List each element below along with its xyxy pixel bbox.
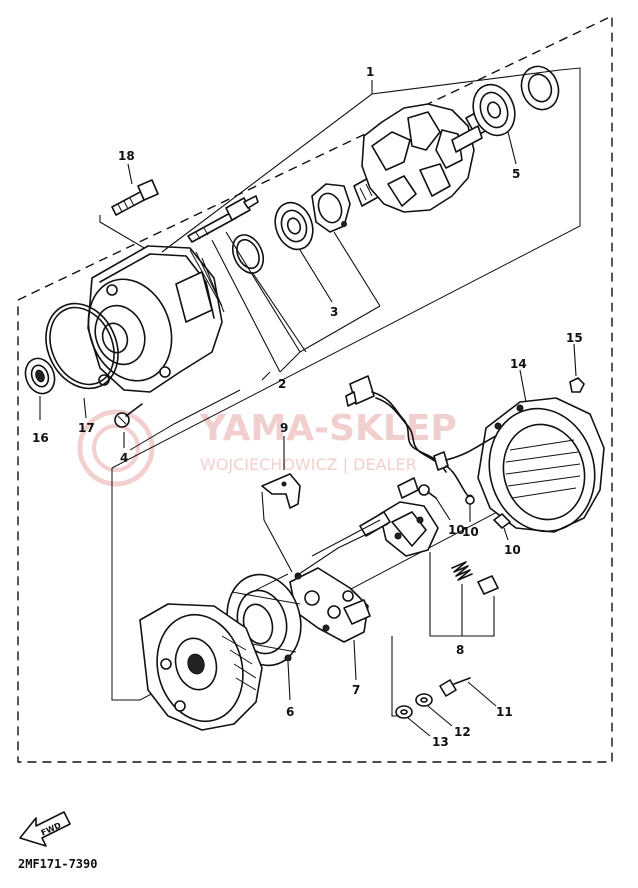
part-4-screw <box>114 403 143 428</box>
part-5-bearing <box>472 83 516 137</box>
part-12-washer <box>415 693 433 707</box>
label-part-13: 13 <box>432 735 449 749</box>
assembly-boundary <box>17 14 613 763</box>
subassembly-frame-upper <box>111 67 581 469</box>
part-10-screw-c <box>493 513 511 529</box>
bearing-retainer <box>311 183 351 233</box>
part-11-bolt <box>439 677 471 697</box>
part-13-nut <box>395 705 413 719</box>
label-part-12: 12 <box>454 725 471 739</box>
label-part-6: 6 <box>286 705 294 719</box>
label-part-10a: 10 <box>448 523 465 537</box>
part-7-rectifier <box>289 567 371 643</box>
label-part-16: 16 <box>32 431 49 445</box>
label-part-1: 1 <box>366 65 374 79</box>
label-part-5: 5 <box>512 167 520 181</box>
rear-housing <box>139 603 263 731</box>
label-part-9: 9 <box>280 421 288 435</box>
part-17-o-ring <box>45 302 119 390</box>
label-part-2: 2 <box>278 377 286 391</box>
part-14-rear-cover <box>477 397 605 533</box>
label-part-17: 17 <box>78 421 95 435</box>
part-10-screw-a <box>418 484 437 499</box>
part-16-oil-seal <box>24 357 56 395</box>
watermark-subtitle: WOJCIECHOWICZ | DEALER <box>200 455 417 474</box>
part-18-bolt <box>111 179 159 216</box>
label-part-10c: 10 <box>504 543 521 557</box>
label-part-8: 8 <box>456 643 464 657</box>
wire-harness <box>345 375 497 502</box>
end-seal-cap <box>520 65 560 111</box>
front-cover-housing <box>87 245 225 393</box>
part-8-brush-spring <box>451 561 499 595</box>
label-part-10b: 10 <box>462 525 479 539</box>
label-part-7: 7 <box>352 683 360 697</box>
label-part-11: 11 <box>496 705 513 719</box>
part-15-nut <box>569 377 585 393</box>
label-part-15: 15 <box>566 331 583 345</box>
spacer-washer <box>231 234 265 274</box>
drawing-code: 2MF171-7390 <box>18 857 97 871</box>
watermark-title: YAMA-SKLEP <box>199 408 457 449</box>
part-10-screw-b <box>465 495 475 505</box>
brush-holder-bracket <box>359 477 439 557</box>
label-part-14: 14 <box>510 357 527 371</box>
fwd-arrow-icon: FWD <box>19 811 71 847</box>
part-labels: 1 2 3 4 5 6 7 8 9 10 10 10 11 12 13 14 1… <box>32 65 583 749</box>
part-9-clip <box>261 473 301 509</box>
label-part-4: 4 <box>120 451 128 465</box>
label-part-3: 3 <box>330 305 338 319</box>
part-2-through-bolt <box>187 195 259 243</box>
part-3-bearing <box>274 201 314 251</box>
label-part-18: 18 <box>118 149 135 163</box>
